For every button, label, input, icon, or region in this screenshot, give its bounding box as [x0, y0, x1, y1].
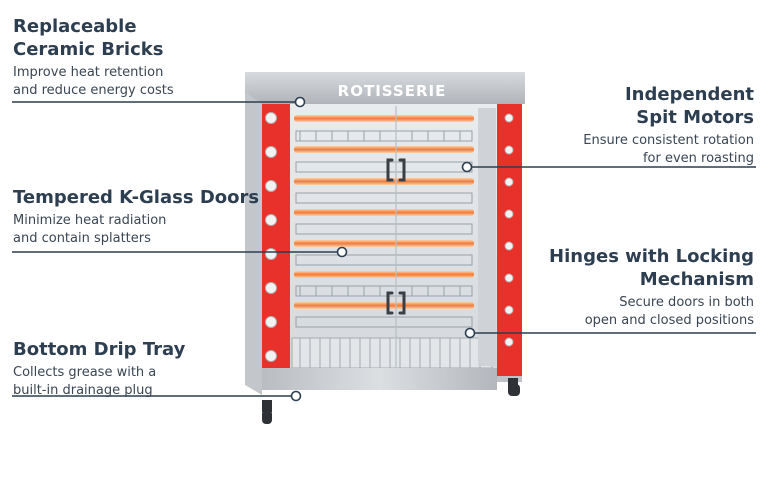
feature-title: Replaceable Ceramic Bricks [13, 16, 164, 60]
feature-hinges: Hinges with Locking Mechanism Secure doo… [549, 245, 754, 330]
feature-description: Secure doors in both open and closed pos… [584, 295, 754, 328]
feature-spit-motors: Independent Spit Motors Ensure consisten… [583, 83, 754, 168]
marker-spit-motors [461, 161, 473, 173]
drip-tray [262, 368, 497, 390]
heater-row-2 [294, 146, 474, 153]
door-handle-lower [386, 291, 406, 315]
marker-glass-doors [336, 246, 348, 258]
feature-title: Bottom Drip Tray [13, 339, 186, 360]
feature-description: Improve heat retention and reduce energy… [13, 65, 174, 98]
feature-ceramic-bricks: Replaceable Ceramic Bricks Improve heat … [13, 15, 174, 100]
heater-row-3 [294, 178, 474, 185]
side-panel [245, 78, 262, 395]
heater-row-1 [294, 115, 474, 122]
marker-hinges [464, 327, 476, 339]
door-handle-upper [386, 158, 406, 182]
right-red-frame [497, 104, 522, 376]
feature-title: Independent Spit Motors [624, 84, 754, 128]
feature-description: Collects grease with a built-in drainage… [13, 365, 157, 398]
heater-row-7 [294, 302, 474, 309]
motor-strip [478, 108, 496, 366]
spit-baskets [295, 130, 473, 328]
feature-title: Hinges with Locking Mechanism [549, 246, 754, 290]
caster-wheels [262, 378, 520, 424]
top-hood [245, 72, 525, 104]
marker-ceramic-bricks [294, 96, 306, 108]
bottom-grill [291, 337, 493, 369]
heater-row-5 [294, 240, 474, 247]
right-knobs [504, 113, 514, 347]
feature-description: Ensure consistent rotation for even roas… [583, 133, 754, 166]
feature-drip-tray: Bottom Drip Tray Collects grease with a … [13, 338, 185, 400]
heater-row-4 [294, 209, 474, 216]
feature-glass-doors: Tempered K-Glass Doors Minimize heat rad… [13, 186, 259, 248]
feature-description: Minimize heat radiation and contain spla… [13, 213, 167, 246]
marker-drip-tray [290, 390, 302, 402]
heater-row-6 [294, 271, 474, 278]
left-red-frame [262, 104, 290, 390]
feature-title: Tempered K-Glass Doors [13, 187, 260, 208]
logo-text: ROTISSERIE [338, 82, 447, 100]
logo: ROTISSERIE [338, 82, 447, 100]
left-knobs [265, 112, 277, 362]
